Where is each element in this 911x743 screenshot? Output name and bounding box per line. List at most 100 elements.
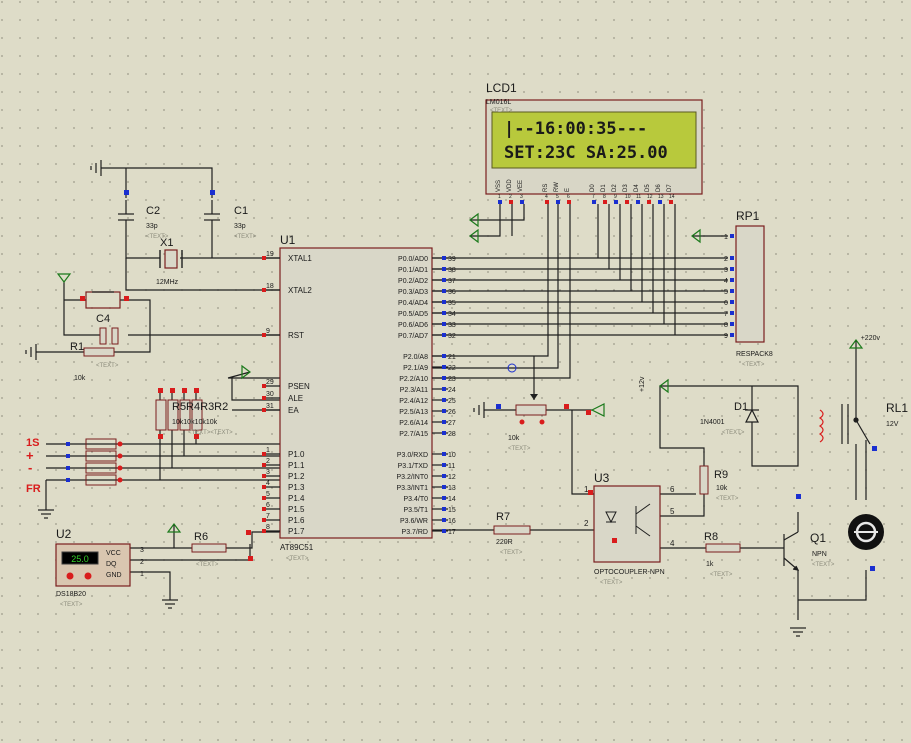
potentiometer[interactable] [515,394,547,425]
ground-symbol-top [90,160,102,176]
ground-symbol-buttons [38,509,54,519]
mcu-pin-number: 6 [266,502,270,509]
mcu-pin-terminal [442,354,446,358]
u3-part: OPTOCOUPLER-NPN [594,569,665,576]
pushbutton-pin [66,478,70,482]
pot-vcc-arrow [590,403,605,417]
mcu-pin-label: P1.1 [288,461,305,470]
mcu-pin-terminal [442,311,446,315]
mcu-pin-number: 31 [266,403,274,410]
mcu-pin-label: P2.2/A10 [399,376,428,383]
r1-ref: R1 [70,341,84,353]
mcu-pin-label: PSEN [288,382,310,391]
mcu-pin-number: 27 [448,420,456,427]
u2-pin-vcc: VCC [106,550,121,557]
reset-button[interactable] [85,291,121,309]
q1-value: NPN [812,551,827,558]
mcu-pin-terminal [442,289,446,293]
mcu-pin-label: P2.4/A12 [399,398,428,405]
rp1-pin-terminal [730,333,734,337]
u3-ref: U3 [594,471,610,485]
lcd-pin-terminal [669,200,673,204]
q1-ref: Q1 [810,531,826,545]
lcd-pin-number: 10 [625,194,631,200]
optocoupler-u3[interactable] [593,485,661,563]
lcd-pin-terminal [509,200,513,204]
q1-tag: <TEXT> [812,562,835,568]
x1-ref: X1 [160,237,173,249]
temp-sensor-u2[interactable]: 25.0 [55,543,131,587]
c4-ref: C4 [96,313,110,325]
pushbutton-terminal [117,441,123,447]
capacitor-c4[interactable] [99,327,119,345]
mcu-pin-label: P3.4/T0 [403,496,428,503]
mcu-pin-number: 33 [448,322,456,329]
mcu-pin-number: 16 [448,518,456,525]
u2-pinnum-1: 1 [140,571,144,578]
r8-value: 1k [706,561,714,568]
pot-tag: <TEXT> [508,446,531,452]
resistor-r9[interactable] [699,465,709,495]
u3-pin-1: 1 [584,485,589,494]
lcd-pin-label: D4 [634,184,640,192]
u2-pinnum-3: 3 [140,547,144,554]
transistor-q1[interactable] [776,531,800,571]
resistor-pack-r2-r5[interactable] [155,399,203,431]
mcu-pin-terminal [442,278,446,282]
crystal-x1[interactable] [159,249,183,269]
mcu-pin-terminal [442,256,446,260]
mcu-pin-terminal [262,452,266,456]
mcu-pin-number: 14 [448,496,456,503]
resistor-r8[interactable] [705,543,741,553]
lcd-pin-label: D0 [590,184,596,192]
mcu-pin-terminal [262,507,266,511]
pushbutton-terminal [117,465,123,471]
capacitor-c2[interactable] [118,213,134,221]
mcu-pin-label: P3.6/WR [400,518,428,525]
lcd-pin-number: 12 [647,194,653,200]
resistor-r6[interactable] [191,543,227,553]
lcd-module[interactable]: |--16:00:35--- SET:23C SA:25.00 LCD1 LM0… [485,81,703,204]
lcd-pin-terminal [520,200,524,204]
pushbutton[interactable] [85,438,117,450]
lcd-pin-number: 4 [545,194,548,200]
mcu-pin-number: 36 [448,289,456,296]
mcu-pin-label: P0.7/AD7 [398,333,428,340]
mcu-pin-number: 4 [266,480,270,487]
mcu-pin-label: P3.5/T1 [403,507,428,514]
mcu-pin-terminal [262,396,266,400]
rp1-pin-number: 9 [724,333,728,340]
diode-d1[interactable] [745,408,759,423]
resistor-r7[interactable] [493,525,531,535]
rp1-pin-terminal [730,289,734,293]
pushbutton[interactable] [85,462,117,474]
mcu-pin-number: 12 [448,474,456,481]
mcu-pin-label: P3.3/INT1 [396,485,428,492]
lcd-pin-terminal [658,200,662,204]
rp1-pin-terminal [730,322,734,326]
mcu-pin-number: 30 [266,391,274,398]
u2-pin-gnd: GND [106,572,122,579]
capacitor-c1[interactable] [204,213,220,221]
lcd-pin-terminal [545,200,549,204]
lcd-pin-label: D7 [667,184,673,192]
relay-rl1[interactable] [818,404,871,445]
rp1-pin-number: 1 [724,234,728,241]
vcc-arrow-12v [659,378,669,394]
pushbutton-pin [66,442,70,446]
resistor-r1[interactable] [83,347,115,357]
pushbutton[interactable] [85,450,117,462]
pushbutton-group[interactable] [66,438,123,486]
lcd-pin-terminal [592,200,596,204]
c4-tag: <TEXT> [96,363,119,369]
u2-display: 25.0 [71,554,89,564]
motor-icon[interactable] [848,514,884,550]
pushbutton[interactable] [85,474,117,486]
c1-tag: <TEXT> [234,234,257,240]
lcd-pin-label: VEE [518,180,524,192]
mcu-pin-terminal [442,518,446,522]
